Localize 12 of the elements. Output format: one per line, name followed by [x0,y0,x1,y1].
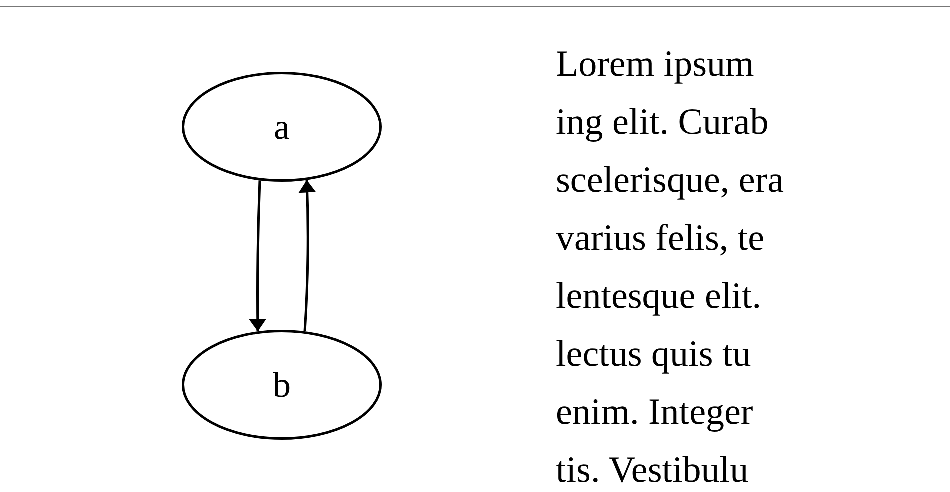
paragraph-line: ing elit. Curab [556,101,770,145]
node-label: b [273,364,291,406]
paragraph-line: lentesque elit. [556,275,762,319]
paragraph-line: tis. Vestibulu [556,449,750,492]
paragraph-line: enim. Integer [556,391,754,435]
paragraph-line: scelerisque, era [556,159,784,203]
arrow [301,180,314,332]
paragraph-line: varius felis, te [556,217,766,261]
node-label: a [274,106,290,148]
paragraph-line: Lorem ipsum [556,43,756,87]
paragraph-line: lectus quis tu [556,333,752,377]
arrow [252,180,264,332]
